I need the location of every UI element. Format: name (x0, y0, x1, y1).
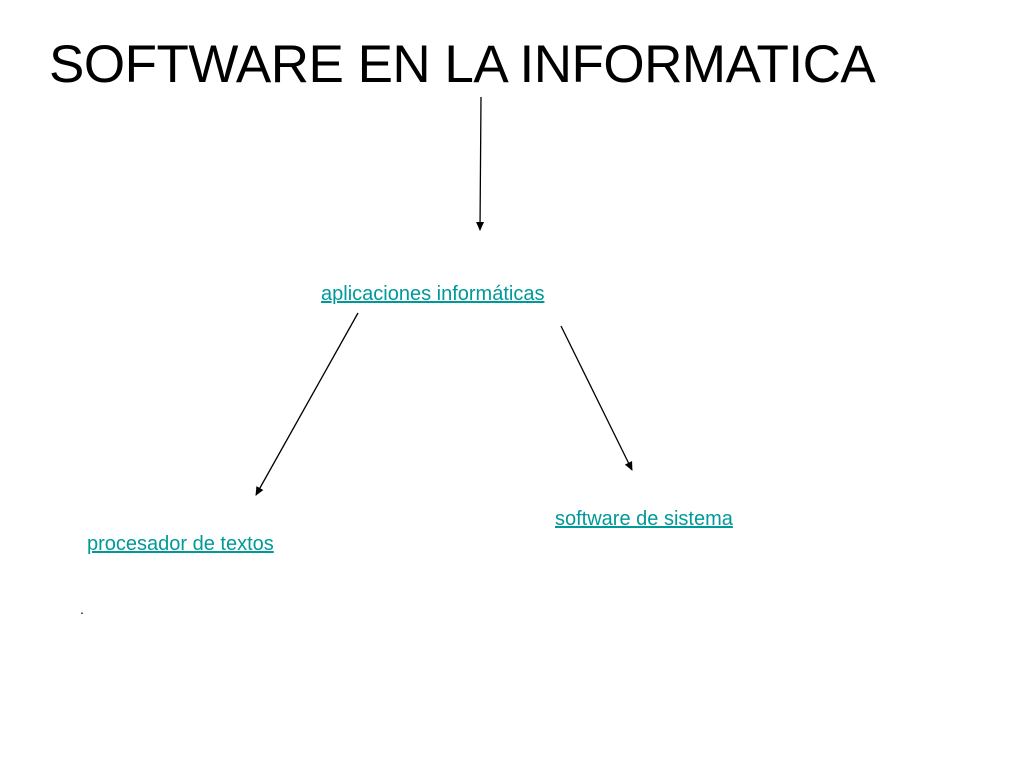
procesador-de-textos-link[interactable]: procesador de textos (87, 533, 274, 555)
arrow-aplicaciones-to-procesador (255, 312, 359, 496)
software-de-sistema-link[interactable]: software de sistema (555, 508, 733, 530)
footnote-dot: . (80, 601, 84, 617)
arrow-title-to-aplicaciones (476, 96, 485, 231)
slide-title: SOFTWARE EN LA INFORMATICA (49, 35, 876, 94)
aplicaciones-informaticas-link[interactable]: aplicaciones informáticas (321, 283, 545, 305)
arrow-aplicaciones-to-software-sistema (560, 325, 633, 471)
